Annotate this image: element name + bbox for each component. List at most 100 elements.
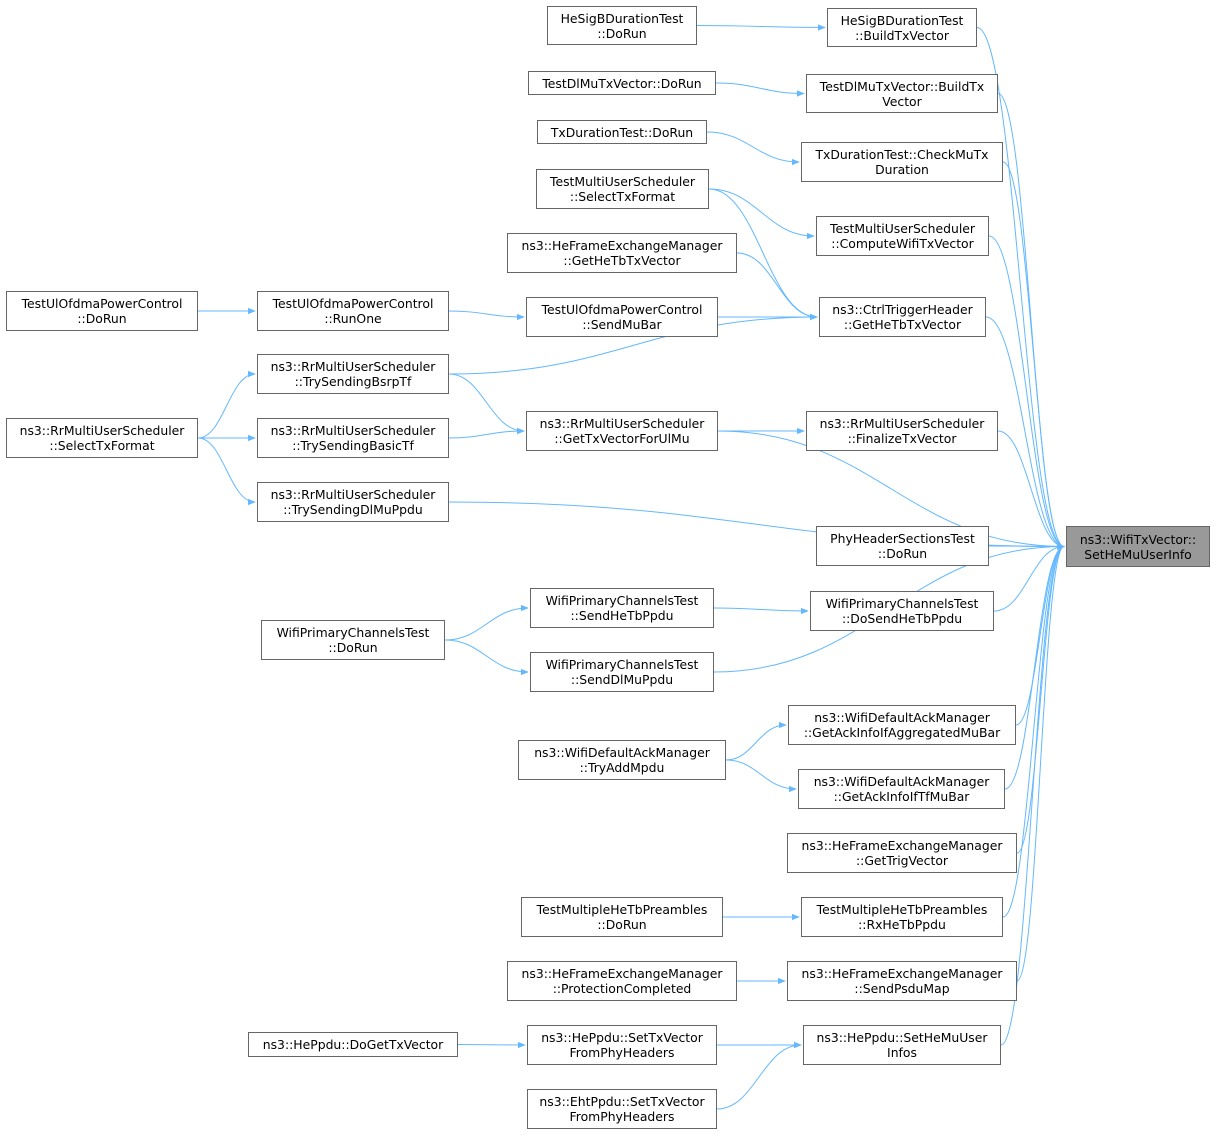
node-rr-gettxul[interactable]: ns3::RrMultiUserScheduler::GetTxVectorFo… [526,411,718,451]
edge-rr-select-to-rr-bsrp [197,370,256,439]
node-hefem-sendpsdu[interactable]: ns3::HeFrameExchangeManager::SendPsduMap [787,961,1017,1001]
node-heppdu-doget[interactable]: ns3::HePpdu::DoGetTxVector [248,1032,458,1057]
node-label-line: TestDlMuTxVector::BuildTx [819,78,985,94]
edge-wpc-dorun-to-wpc-sendhetb [444,604,529,641]
node-label-line: PhyHeaderSectionsTest [830,531,975,546]
node-wpc-senddlmu[interactable]: WifiPrimaryChannelsTest::SendDlMuPpdu [530,652,714,692]
node-label-line: TestMultiUserScheduler [830,221,975,236]
node-hefem-gethetb[interactable]: ns3::HeFrameExchangeManager::GetHeTbTxVe… [507,233,737,273]
node-rr-finalize[interactable]: ns3::RrMultiUserScheduler::FinalizeTxVec… [806,411,998,451]
edge-rr-finalize-to-root [997,430,1065,550]
node-rr-bsrp[interactable]: ns3::RrMultiUserScheduler::TrySendingBsr… [257,354,449,394]
node-label-line: ::GetHeTbTxVector [843,317,962,332]
node-label-line: ::SelectTxFormat [569,189,676,204]
node-tmhtp-dorun[interactable]: TestMultipleHeTbPreambles::DoRun [521,897,723,937]
node-label-line: ns3::RrMultiUserScheduler [819,416,985,431]
edge-hefem-gethetb-to-ctrl-gethetb [736,252,818,321]
node-label-line: WifiPrimaryChannelsTest [825,596,979,611]
node-txd-dorun[interactable]: TxDurationTest::DoRun [537,120,707,144]
node-he-build[interactable]: HeSigBDurationTest::BuildTxVector [827,8,977,47]
node-he-dorun[interactable]: HeSigBDurationTest::DoRun [547,6,697,45]
edge-dlmu-dorun-to-dlmu-build [715,82,805,97]
node-hefem-prot[interactable]: ns3::HeFrameExchangeManager::ProtectionC… [507,961,737,1001]
node-label-line: ns3::WifiDefaultAckManager [813,774,990,789]
edge-rr-bsrp-to-ctrl-gethetb [448,313,818,375]
node-label-line: ::GetTxVectorForUlMu [554,431,690,446]
edge-tmhtp-rx-to-root [1002,543,1065,918]
edge-txd-dorun-to-txd-check [706,131,800,166]
edge-ulo-runone-to-ulo-sendmubar [448,310,525,321]
node-label-line: ::TrySendingBsrpTf [294,374,412,389]
node-hefem-gettrig[interactable]: ns3::HeFrameExchangeManager::GetTrigVect… [787,833,1017,873]
node-dam-tfmubar[interactable]: ns3::WifiDefaultAckManager::GetAckInfoIf… [798,769,1005,809]
node-rr-basic[interactable]: ns3::RrMultiUserScheduler::TrySendingBas… [257,418,449,458]
edge-he-dorun-to-he-build [696,24,826,31]
node-label-line: ::FinalizeTxVector [847,431,957,446]
node-label-line: ::DoRun [597,25,647,41]
node-ulo-runone[interactable]: TestUlOfdmaPowerControl::RunOne [257,291,449,331]
node-wpc-dorun[interactable]: WifiPrimaryChannelsTest::DoRun [261,620,445,660]
node-tmhtp-rx[interactable]: TestMultipleHeTbPreambles::RxHeTbPpdu [801,897,1003,937]
node-tmus-select[interactable]: TestMultiUserScheduler::SelectTxFormat [536,169,709,209]
node-label-line: ns3::HeFrameExchangeManager [521,966,723,981]
node-label-line: ns3::RrMultiUserScheduler [270,359,436,374]
node-label-line: ::GetAckInfoIfTfMuBar [833,789,970,804]
node-label-line: ns3::RrMultiUserScheduler [270,487,436,502]
node-label-line: TxDurationTest::DoRun [550,124,694,140]
node-label-line: HeSigBDurationTest [560,10,684,26]
node-label-line: WifiPrimaryChannelsTest [276,625,430,640]
node-label-line: FromPhyHeaders [569,1109,675,1124]
node-label-line: WifiPrimaryChannelsTest [545,593,699,608]
node-label-line: ::TrySendingBasicTf [292,438,414,453]
node-dam-aggr[interactable]: ns3::WifiDefaultAckManager::GetAckInfoIf… [788,705,1016,745]
edge-rr-bsrp-to-rr-gettxul [448,373,525,435]
node-label-line: ns3::WifiDefaultAckManager [814,710,990,725]
node-label-line: ::DoRun [77,311,127,326]
node-label-line: Duration [875,162,929,177]
node-phs-dorun[interactable]: PhyHeaderSectionsTest::DoRun [816,526,989,566]
edge-dam-tryadd-to-dam-tfmubar [725,759,797,793]
edge-eht-settx-to-heppdu-setmu [716,1041,802,1110]
node-ulo-sendmubar[interactable]: TestUlOfdmaPowerControl::SendMuBar [526,297,718,337]
edge-dam-tryadd-to-dam-aggr [725,721,787,761]
node-label-line: ns3::WifiDefaultAckManager [534,745,710,760]
node-tmus-compute[interactable]: TestMultiUserScheduler::ComputeWifiTxVec… [816,216,989,256]
edge-wpc-sendhetb-to-wpc-dosendhetb [713,607,809,615]
node-wpc-sendhetb[interactable]: WifiPrimaryChannelsTest::SendHeTbPpdu [530,588,714,628]
node-rr-select[interactable]: ns3::RrMultiUserScheduler::SelectTxForma… [6,418,198,458]
node-label-line: TestUlOfdmaPowerControl [272,296,434,311]
node-label-line: ::DoRun [877,546,928,561]
node-label-line: ns3::HePpdu::DoGetTxVector [262,1037,444,1052]
node-label-line: ::SendPsduMap [854,981,950,996]
edge-dam-tfmubar-to-root [1004,543,1065,790]
edge-wpc-dorun-to-wpc-senddlmu [444,639,529,676]
node-label-line: ns3::HeFrameExchangeManager [801,838,1003,853]
edge-wpc-dosendhetb-to-root [993,543,1065,612]
node-rr-dlmu[interactable]: ns3::RrMultiUserScheduler::TrySendingDlM… [257,482,449,522]
node-label-line: ns3::HeFrameExchangeManager [801,966,1003,981]
node-label-line: TestDlMuTxVector::DoRun [542,75,702,91]
node-dam-tryadd[interactable]: ns3::WifiDefaultAckManager::TryAddMpdu [518,740,726,780]
node-label-line: HeSigBDurationTest [840,12,964,28]
edge-hefem-gettrig-to-root [1016,543,1065,854]
edge-rr-select-to-rr-dlmu [197,437,256,506]
node-label-line: ::RunOne [324,311,382,326]
node-ulo-dorun[interactable]: TestUlOfdmaPowerControl::DoRun [6,291,198,331]
node-ctrl-gethetb[interactable]: ns3::CtrlTriggerHeader::GetHeTbTxVector [819,297,986,337]
edge-rr-basic-to-rr-gettxul [448,427,525,439]
edge-tmus-compute-to-root [988,235,1065,550]
node-dlmu-dorun[interactable]: TestDlMuTxVector::DoRun [528,71,716,95]
edge-heppdu-setmu-to-root [1000,543,1065,1046]
node-label-line: ns3::HePpdu::SetTxVector [541,1030,703,1045]
node-wpc-dosendhetb[interactable]: WifiPrimaryChannelsTest::DoSendHeTbPpdu [810,591,994,631]
node-label-line: ns3::EhtPpdu::SetTxVector [539,1094,705,1109]
node-label-line: ::DoRun [597,917,647,932]
node-label-line: TestMultipleHeTbPreambles [816,902,988,917]
node-label-line: TestMultiUserScheduler [550,174,695,189]
